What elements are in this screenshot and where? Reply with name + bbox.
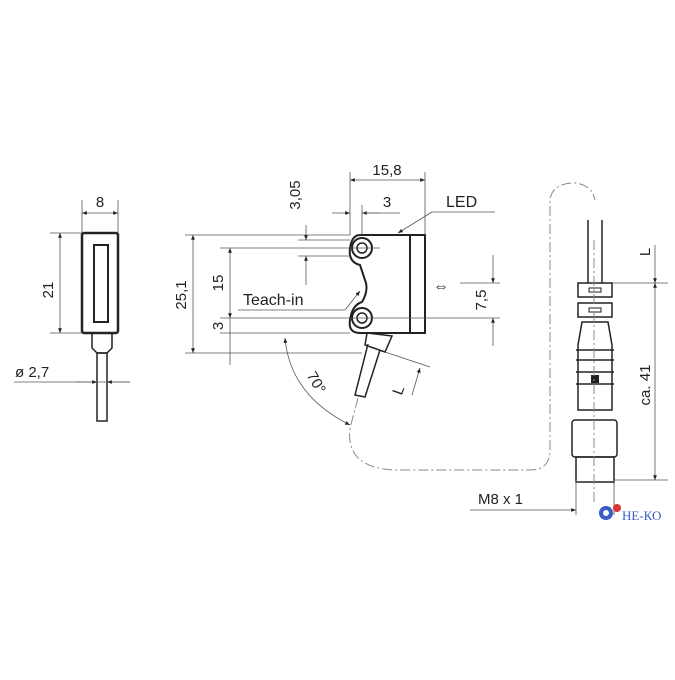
connector-l-label: L xyxy=(637,248,654,256)
connector-length-label: ca. 41 xyxy=(637,365,654,406)
led-offset-label: 3 xyxy=(383,194,391,211)
top-offset-label: 3,05 xyxy=(287,180,304,209)
light-direction-icon: ⇔ xyxy=(433,278,449,295)
height-label: 25,1 xyxy=(173,280,190,309)
svg-text:НЕ-КО: НЕ-КО xyxy=(622,508,661,523)
connector-view: L ca. 41 M8 x 1 xyxy=(470,220,668,515)
side-view: 8 21 ø 2,7 xyxy=(14,194,130,422)
led-label: LED xyxy=(446,194,477,211)
teach-in-label: Teach-in xyxy=(243,292,303,309)
thread-label: M8 x 1 xyxy=(478,491,523,508)
optical-axis-label: 7,5 xyxy=(473,290,490,311)
side-height-label: 21 xyxy=(40,282,57,299)
cable-diameter-label: ø 2,7 xyxy=(15,364,49,381)
hole-offset-label: 3 xyxy=(210,322,227,330)
side-width-label: 8 xyxy=(96,194,104,211)
logo: НЕ-КО xyxy=(599,504,661,523)
front-view: 25,1 15 3 3,05 15,8 3 LED Teach-in ⇔ 7,5… xyxy=(173,162,596,471)
hole-spacing-label: 15 xyxy=(210,275,227,292)
cable-length-label: L xyxy=(389,384,408,398)
depth-label: 15,8 xyxy=(372,162,401,179)
